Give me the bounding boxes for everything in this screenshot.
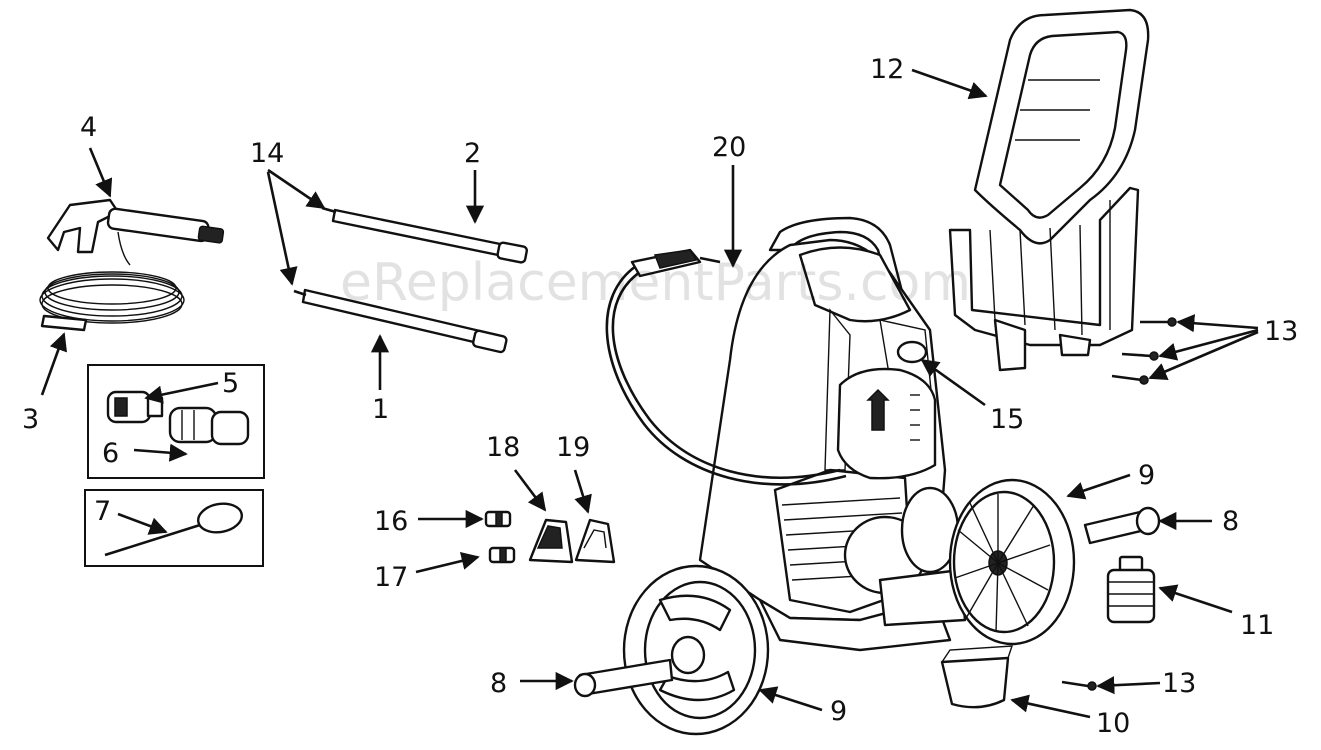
axle-part-8-left xyxy=(573,658,674,698)
callout-12: 12 xyxy=(870,54,904,85)
callout-8a: 8 xyxy=(490,668,507,699)
nozzle-part-16 xyxy=(484,510,512,528)
callout-6: 6 xyxy=(102,438,119,469)
cup-part-10 xyxy=(940,645,1013,709)
callout-5: 5 xyxy=(222,368,239,399)
callout-20: 20 xyxy=(712,132,746,163)
callout-19: 19 xyxy=(556,432,590,463)
callout-13b: 13 xyxy=(1162,668,1196,699)
callout-4: 4 xyxy=(80,112,97,143)
wheel-part-9-right xyxy=(948,478,1076,646)
filter-part-11 xyxy=(1106,555,1156,624)
callout-18: 18 xyxy=(486,432,520,463)
callout-15: 15 xyxy=(990,404,1024,435)
callout-16: 16 xyxy=(374,506,408,537)
callout-3: 3 xyxy=(22,404,39,435)
spray-gun-part xyxy=(46,198,225,266)
callout-13a: 13 xyxy=(1264,316,1298,347)
callout-11: 11 xyxy=(1240,610,1274,641)
wand-part-1 xyxy=(293,288,508,354)
callout-14: 14 xyxy=(250,138,284,169)
axle-part-8-right xyxy=(1083,506,1161,545)
callout-17: 17 xyxy=(374,562,408,593)
pressure-washer-body xyxy=(605,216,967,652)
callout-9a: 9 xyxy=(830,696,847,727)
callout-9b: 9 xyxy=(1138,460,1155,491)
hose-reel-bracket xyxy=(948,8,1150,372)
nozzle-part-17 xyxy=(488,546,516,564)
nozzle-tip-part-19 xyxy=(574,518,616,564)
callout-10: 10 xyxy=(1096,708,1130,739)
callout-2: 2 xyxy=(464,138,481,169)
watermark-text: eReplacementParts.com xyxy=(340,253,971,313)
callout-7: 7 xyxy=(94,496,111,527)
nozzle-cleaner-part xyxy=(104,502,244,557)
hose-coil-part xyxy=(39,271,185,332)
parts-box-7 xyxy=(84,489,264,567)
wheel-part-9-left xyxy=(622,564,770,736)
screws-part-13 xyxy=(1061,317,1177,691)
parts-box-5-6 xyxy=(87,364,265,479)
quick-connect-part-6 xyxy=(168,406,250,446)
callout-8b: 8 xyxy=(1222,506,1239,537)
callout-1: 1 xyxy=(372,394,389,425)
nozzle-tip-part-18 xyxy=(528,518,574,564)
leader-arrows xyxy=(40,68,1259,719)
